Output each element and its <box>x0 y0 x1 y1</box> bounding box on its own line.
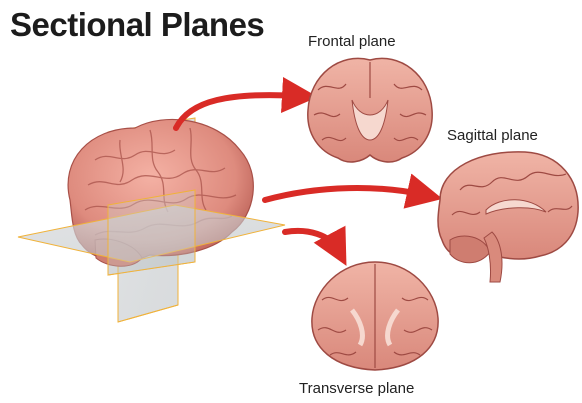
transverse-plane-label: Transverse plane <box>299 380 414 397</box>
sagittal-plane-front <box>108 190 195 275</box>
frontal-plane-label: Frontal plane <box>308 33 396 50</box>
brain-with-planes <box>18 118 285 322</box>
sagittal-section <box>438 152 578 282</box>
transverse-section <box>312 262 438 370</box>
sagittal-plane-label: Sagittal plane <box>447 127 538 144</box>
frontal-section <box>308 58 432 162</box>
arrow-to-transverse <box>285 231 338 250</box>
arrow-to-sagittal <box>265 188 425 200</box>
